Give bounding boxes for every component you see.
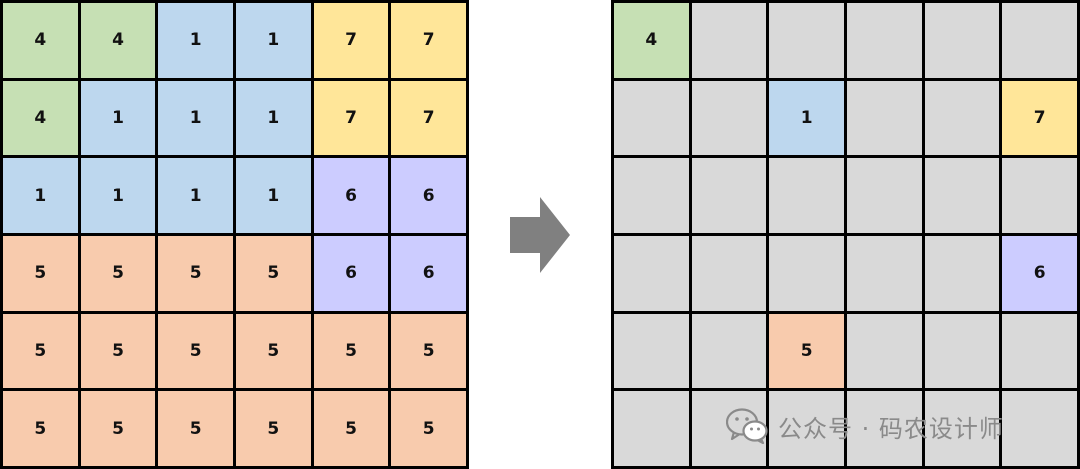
- grid-cell-empty: [924, 313, 1000, 389]
- grid-cell-value-5: 5: [158, 235, 233, 311]
- grid-cell-value-1: 1: [158, 3, 233, 78]
- grid-cell-value-1: 1: [235, 80, 311, 156]
- grid-cell-empty: [1002, 313, 1077, 389]
- wechat-icon: [726, 408, 768, 444]
- grid-cell-empty: [691, 158, 767, 233]
- grid-cell-value-5: 5: [158, 313, 233, 389]
- grid-cell-value-5: 5: [769, 313, 844, 389]
- grid-cell-value-7: 7: [313, 3, 389, 78]
- grid-cell-empty: [924, 391, 1000, 466]
- grid-cell-value-4: 4: [80, 3, 156, 78]
- grid-cell-empty: [846, 158, 922, 233]
- representative-grid: 4 1 7 6 5: [611, 0, 1080, 469]
- grid-cell-value-1: 1: [158, 158, 233, 233]
- grid-cell-value-5: 5: [3, 391, 78, 466]
- grid-cell-empty: [1002, 391, 1077, 466]
- grid-cell-empty: [769, 3, 844, 78]
- grid-cell-empty: [769, 158, 844, 233]
- grid-cell-empty: [924, 158, 1000, 233]
- watermark-text: 公众号 · 码农设计师: [778, 414, 1004, 443]
- grid-cell-value-5: 5: [313, 391, 389, 466]
- grid-cell-value-5: 5: [235, 235, 311, 311]
- grid-cell-value-7: 7: [391, 3, 466, 78]
- grid-cell-value-5: 5: [313, 313, 389, 389]
- grid-cell-value-1: 1: [80, 158, 156, 233]
- grid-cell-empty: [846, 235, 922, 311]
- grid-cell-value-6: 6: [391, 235, 466, 311]
- right-arrow-icon: [510, 197, 570, 273]
- grid-cell-value-5: 5: [3, 313, 78, 389]
- grid-cell-value-4: 4: [3, 3, 78, 78]
- grid-cell-value-5: 5: [80, 391, 156, 466]
- grid-cell-value-5: 5: [80, 235, 156, 311]
- grid-cell-empty: [846, 391, 922, 466]
- grid-cell-value-1: 1: [158, 80, 233, 156]
- grid-cell-value-5: 5: [391, 391, 466, 466]
- grid-cell-empty: [691, 313, 767, 389]
- grid-cell-empty: [924, 3, 1000, 78]
- grid-cell-value-1: 1: [80, 80, 156, 156]
- grid-cell-empty: [924, 235, 1000, 311]
- grid-cell-value-6: 6: [391, 158, 466, 233]
- grid-cell-value-1: 1: [769, 80, 844, 156]
- grid-cell-value-5: 5: [235, 313, 311, 389]
- grid-cell-empty: [614, 80, 689, 156]
- grid-cell-empty: [691, 235, 767, 311]
- grid-cell-empty: [769, 391, 844, 466]
- grid-cell-empty: [846, 3, 922, 78]
- grid-cell-value-6: 6: [313, 158, 389, 233]
- grid-cell-value-6: 6: [313, 235, 389, 311]
- grid-cell-empty: [769, 235, 844, 311]
- grid-cell-empty: [614, 158, 689, 233]
- grid-cell-empty: [924, 80, 1000, 156]
- grid-cell-value-6: 6: [1002, 235, 1077, 311]
- grid-cell-empty: [846, 80, 922, 156]
- grid-cell-value-4: 4: [614, 3, 689, 78]
- grid-cell-empty: [1002, 158, 1077, 233]
- grid-cell-empty: [614, 313, 689, 389]
- grid-cell-value-1: 1: [3, 158, 78, 233]
- grid-cell-value-4: 4: [3, 80, 78, 156]
- grid-cell-value-1: 1: [235, 158, 311, 233]
- grid-cell-empty: [846, 313, 922, 389]
- grid-cell-value-5: 5: [80, 313, 156, 389]
- grid-cell-empty: [614, 235, 689, 311]
- grid-cell-value-5: 5: [391, 313, 466, 389]
- grid-cell-value-7: 7: [1002, 80, 1077, 156]
- grid-cell-value-7: 7: [391, 80, 466, 156]
- grid-cell-value-5: 5: [235, 391, 311, 466]
- grid-cell-value-5: 5: [158, 391, 233, 466]
- grid-cell-empty: [691, 3, 767, 78]
- grid-cell-empty: [691, 80, 767, 156]
- grid-cell-empty: [614, 391, 689, 466]
- grid-cell-value-5: 5: [3, 235, 78, 311]
- grid-cell-value-1: 1: [235, 3, 311, 78]
- grid-cell-value-7: 7: [313, 80, 389, 156]
- grid-cell-empty: [1002, 3, 1077, 78]
- watermark: 公众号 · 码农设计师: [726, 404, 1004, 448]
